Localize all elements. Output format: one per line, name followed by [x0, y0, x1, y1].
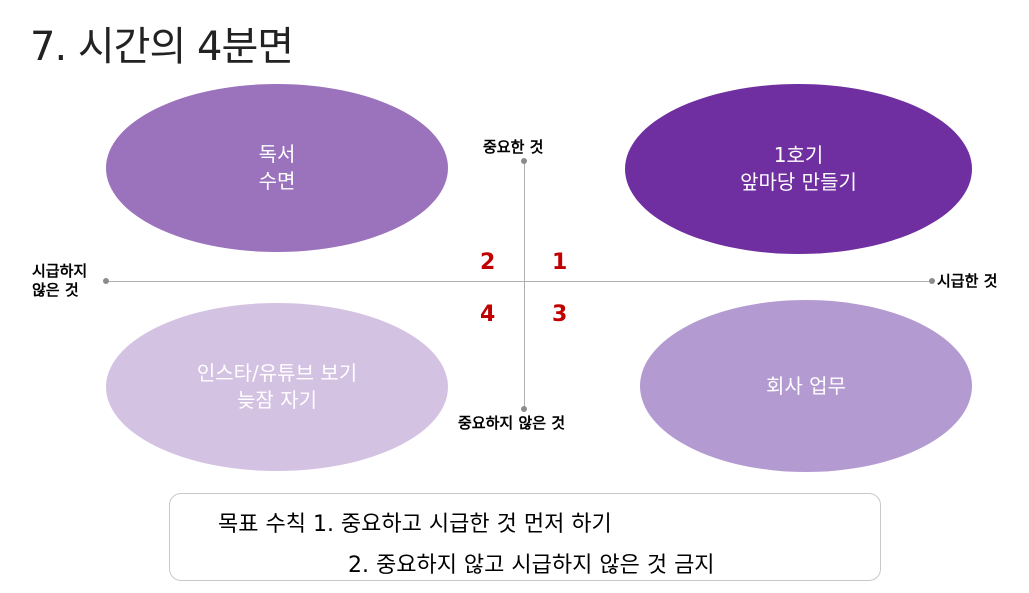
quadrant-ellipse-top-right: 1호기 앞마당 만들기 — [625, 84, 972, 254]
quadrant-number-3: 3 — [552, 302, 568, 327]
goal-rule-2: 2. 중요하지 않고 시급하지 않은 것 금지 — [348, 553, 715, 578]
axis-top-endpoint — [521, 158, 527, 164]
quadrant-text: 수면 — [258, 169, 296, 193]
quadrant-ellipse-bottom-right: 회사 업무 — [640, 300, 972, 472]
quadrant-ellipse-top-left: 독서 수면 — [106, 84, 448, 252]
axis-label-line: 않은 것 — [32, 281, 79, 299]
axis-right-endpoint — [929, 278, 935, 284]
axis-left-endpoint — [103, 278, 109, 284]
quadrant-text: 독서 — [258, 142, 296, 166]
page-title: 7. 시간의 4분면 — [30, 24, 294, 70]
quadrant-ellipse-bottom-left: 인스타/유튜브 보기 늦잠 자기 — [106, 303, 448, 471]
quadrant-text: 늦잠 자기 — [237, 388, 317, 412]
axis-label-important: 중요한 것 — [483, 138, 544, 156]
quadrant-text: 회사 업무 — [766, 373, 846, 398]
axis-label-line: 시급하지 — [32, 262, 88, 280]
quadrant-text: 1호기 — [773, 143, 824, 167]
quadrant-number-1: 1 — [552, 250, 568, 275]
axis-label-urgent: 시급한 것 — [937, 272, 998, 290]
quadrant-number-2: 2 — [480, 250, 496, 275]
axis-bottom-endpoint — [521, 406, 527, 412]
axis-label-not-urgent: 시급하지 않은 것 — [32, 262, 87, 300]
axis-label-not-important: 중요하지 않은 것 — [458, 414, 566, 432]
goal-rule-1: 목표 수칙 1. 중요하고 시급한 것 먼저 하기 — [218, 512, 612, 537]
vertical-axis — [524, 161, 525, 409]
horizontal-axis — [106, 281, 932, 282]
quadrant-text: 앞마당 만들기 — [740, 170, 857, 194]
goal-rules-box — [169, 493, 881, 581]
quadrant-text: 인스타/유튜브 보기 — [196, 361, 358, 385]
quadrant-number-4: 4 — [480, 302, 496, 327]
